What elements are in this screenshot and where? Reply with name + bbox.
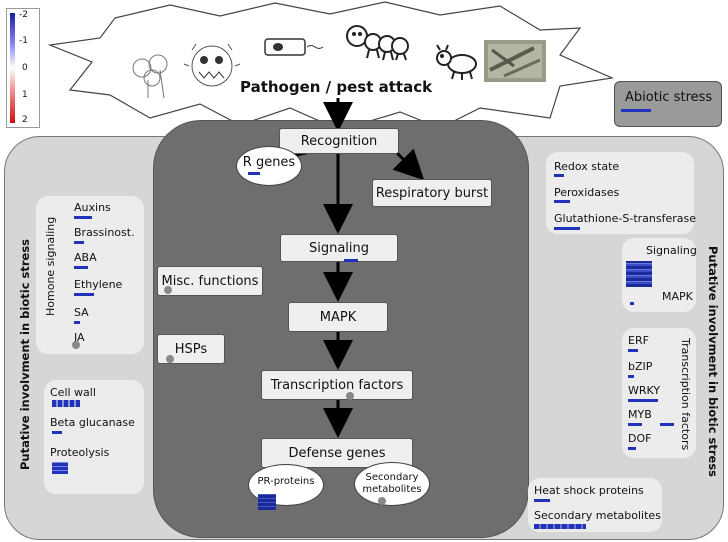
cell-wall-item: Proteolysis	[50, 446, 110, 459]
transcription-factors-box: Transcription factors	[261, 370, 413, 400]
recognition-label: Recognition	[300, 133, 378, 149]
hormone-item: Brassinost.	[74, 226, 135, 239]
legend-tick: 0	[22, 63, 28, 73]
secondary-metabolites-ellipse: Secondary metabolites	[354, 462, 430, 506]
r-genes-ellipse: R genes	[236, 146, 302, 186]
expression-bar	[628, 423, 642, 426]
expression-bar	[628, 399, 658, 402]
heat-item: Secondary metabolites	[534, 509, 661, 522]
transcription-factors-panel: Transcription factors ERF bZIP WRKY MYB …	[622, 328, 696, 458]
connector-dot	[164, 286, 172, 294]
cell-wall-item: Beta glucanase	[50, 416, 135, 429]
r-genes-label: R genes	[242, 154, 296, 170]
tf-item: WRKY	[628, 384, 661, 397]
hormone-item: SA	[74, 306, 89, 319]
signaling-label: Signaling	[646, 244, 697, 257]
expression-bar	[660, 423, 674, 426]
expression-bar	[52, 431, 62, 434]
redox-item: Redox state	[554, 160, 620, 173]
abiotic-stress-label: Abiotic stress	[625, 90, 713, 105]
transcription-factors-label: Transcription factors	[270, 377, 404, 393]
tf-item: bZIP	[628, 360, 653, 373]
tree-drawing-icon	[132, 54, 168, 99]
tf-item: DOF	[628, 432, 652, 445]
mapk-label: MAPK	[662, 290, 693, 303]
legend-tick: 1	[22, 90, 28, 100]
tf-item: MYB	[628, 408, 652, 421]
misc-functions-box: Misc. functions	[157, 266, 263, 296]
connector-dot	[378, 497, 386, 505]
expression-bar	[628, 447, 636, 450]
expression-bar	[554, 174, 564, 177]
hsps-label: HSPs	[174, 341, 208, 357]
signaling-box: Signaling	[280, 234, 398, 262]
heat-item: Heat shock proteins	[534, 484, 644, 497]
legend-tick: -2	[19, 10, 28, 20]
hormone-panel: Homone signaling Auxins Brassinost. ABA …	[36, 196, 144, 354]
connector-dot	[166, 355, 174, 363]
insect-icon	[436, 44, 477, 80]
tf-item: ERF	[628, 334, 649, 347]
signaling-panel: Signaling MAPK	[622, 238, 697, 312]
redox-panel: Redox state Peroxidases Glutathione-S-tr…	[546, 152, 697, 234]
expression-bar	[628, 349, 638, 352]
expression-bar	[621, 109, 651, 112]
expression-heatmap	[52, 462, 68, 474]
page-title: Pathogen / pest attack	[240, 78, 433, 96]
expression-heatmap	[52, 400, 80, 407]
expression-bar	[630, 302, 634, 305]
expression-heatmap	[258, 494, 276, 510]
hormone-item: Auxins	[74, 201, 111, 214]
cell-wall-item: Cell wall	[50, 386, 96, 399]
expression-bar	[74, 216, 92, 219]
color-scale-bar	[10, 13, 15, 123]
fungus-photo-icon	[484, 40, 546, 82]
abiotic-stress-box: Abiotic stress	[614, 81, 722, 127]
recognition-box: Recognition	[279, 128, 399, 154]
hormone-item: JA	[74, 331, 85, 344]
expression-heatmap	[534, 524, 586, 529]
expression-bar	[248, 172, 260, 175]
secondary-metabolites-label: Secondary metabolites	[362, 472, 422, 495]
expression-bar	[344, 259, 358, 262]
respiratory-burst-box: Respiratory burst	[372, 179, 492, 207]
respiratory-burst-label: Respiratory burst	[375, 185, 489, 201]
connector-dot	[72, 341, 80, 349]
redox-item: Glutathione-S-transferase	[554, 212, 697, 225]
bacterium-icon	[264, 38, 324, 56]
defense-genes-label: Defense genes	[288, 445, 386, 461]
hormone-item: Ethylene	[74, 278, 123, 291]
expression-bar	[74, 241, 84, 244]
cell-wall-panel: Cell wall Beta glucanase Proteolysis	[44, 380, 144, 494]
expression-bar	[74, 321, 80, 324]
mapk-box-label: MAPK	[319, 309, 357, 325]
pathogen-starburst	[47, 1, 615, 131]
caterpillar-icon	[346, 25, 409, 61]
heat-shock-panel: Heat shock proteins Secondary metabolite…	[528, 478, 662, 532]
connector-dot	[346, 392, 354, 400]
misc-functions-label: Misc. functions	[161, 273, 259, 289]
monster-drawing-icon	[183, 43, 241, 87]
expression-bar	[534, 499, 550, 502]
hormone-item: ABA	[74, 251, 97, 264]
signaling-box-label: Signaling	[308, 240, 370, 256]
pr-proteins-label: PR-proteins	[257, 475, 315, 487]
color-legend: -2 -1 0 1 2	[6, 8, 40, 128]
expression-bar	[554, 227, 580, 230]
legend-tick: -1	[19, 36, 28, 46]
expression-heatmap	[626, 261, 652, 287]
expression-bar	[74, 293, 94, 296]
mapk-box: MAPK	[288, 302, 388, 332]
legend-tick: 2	[22, 115, 28, 125]
redox-item: Peroxidases	[554, 186, 620, 199]
expression-bar	[628, 375, 634, 378]
expression-bar	[74, 266, 88, 269]
expression-bar	[554, 200, 570, 203]
